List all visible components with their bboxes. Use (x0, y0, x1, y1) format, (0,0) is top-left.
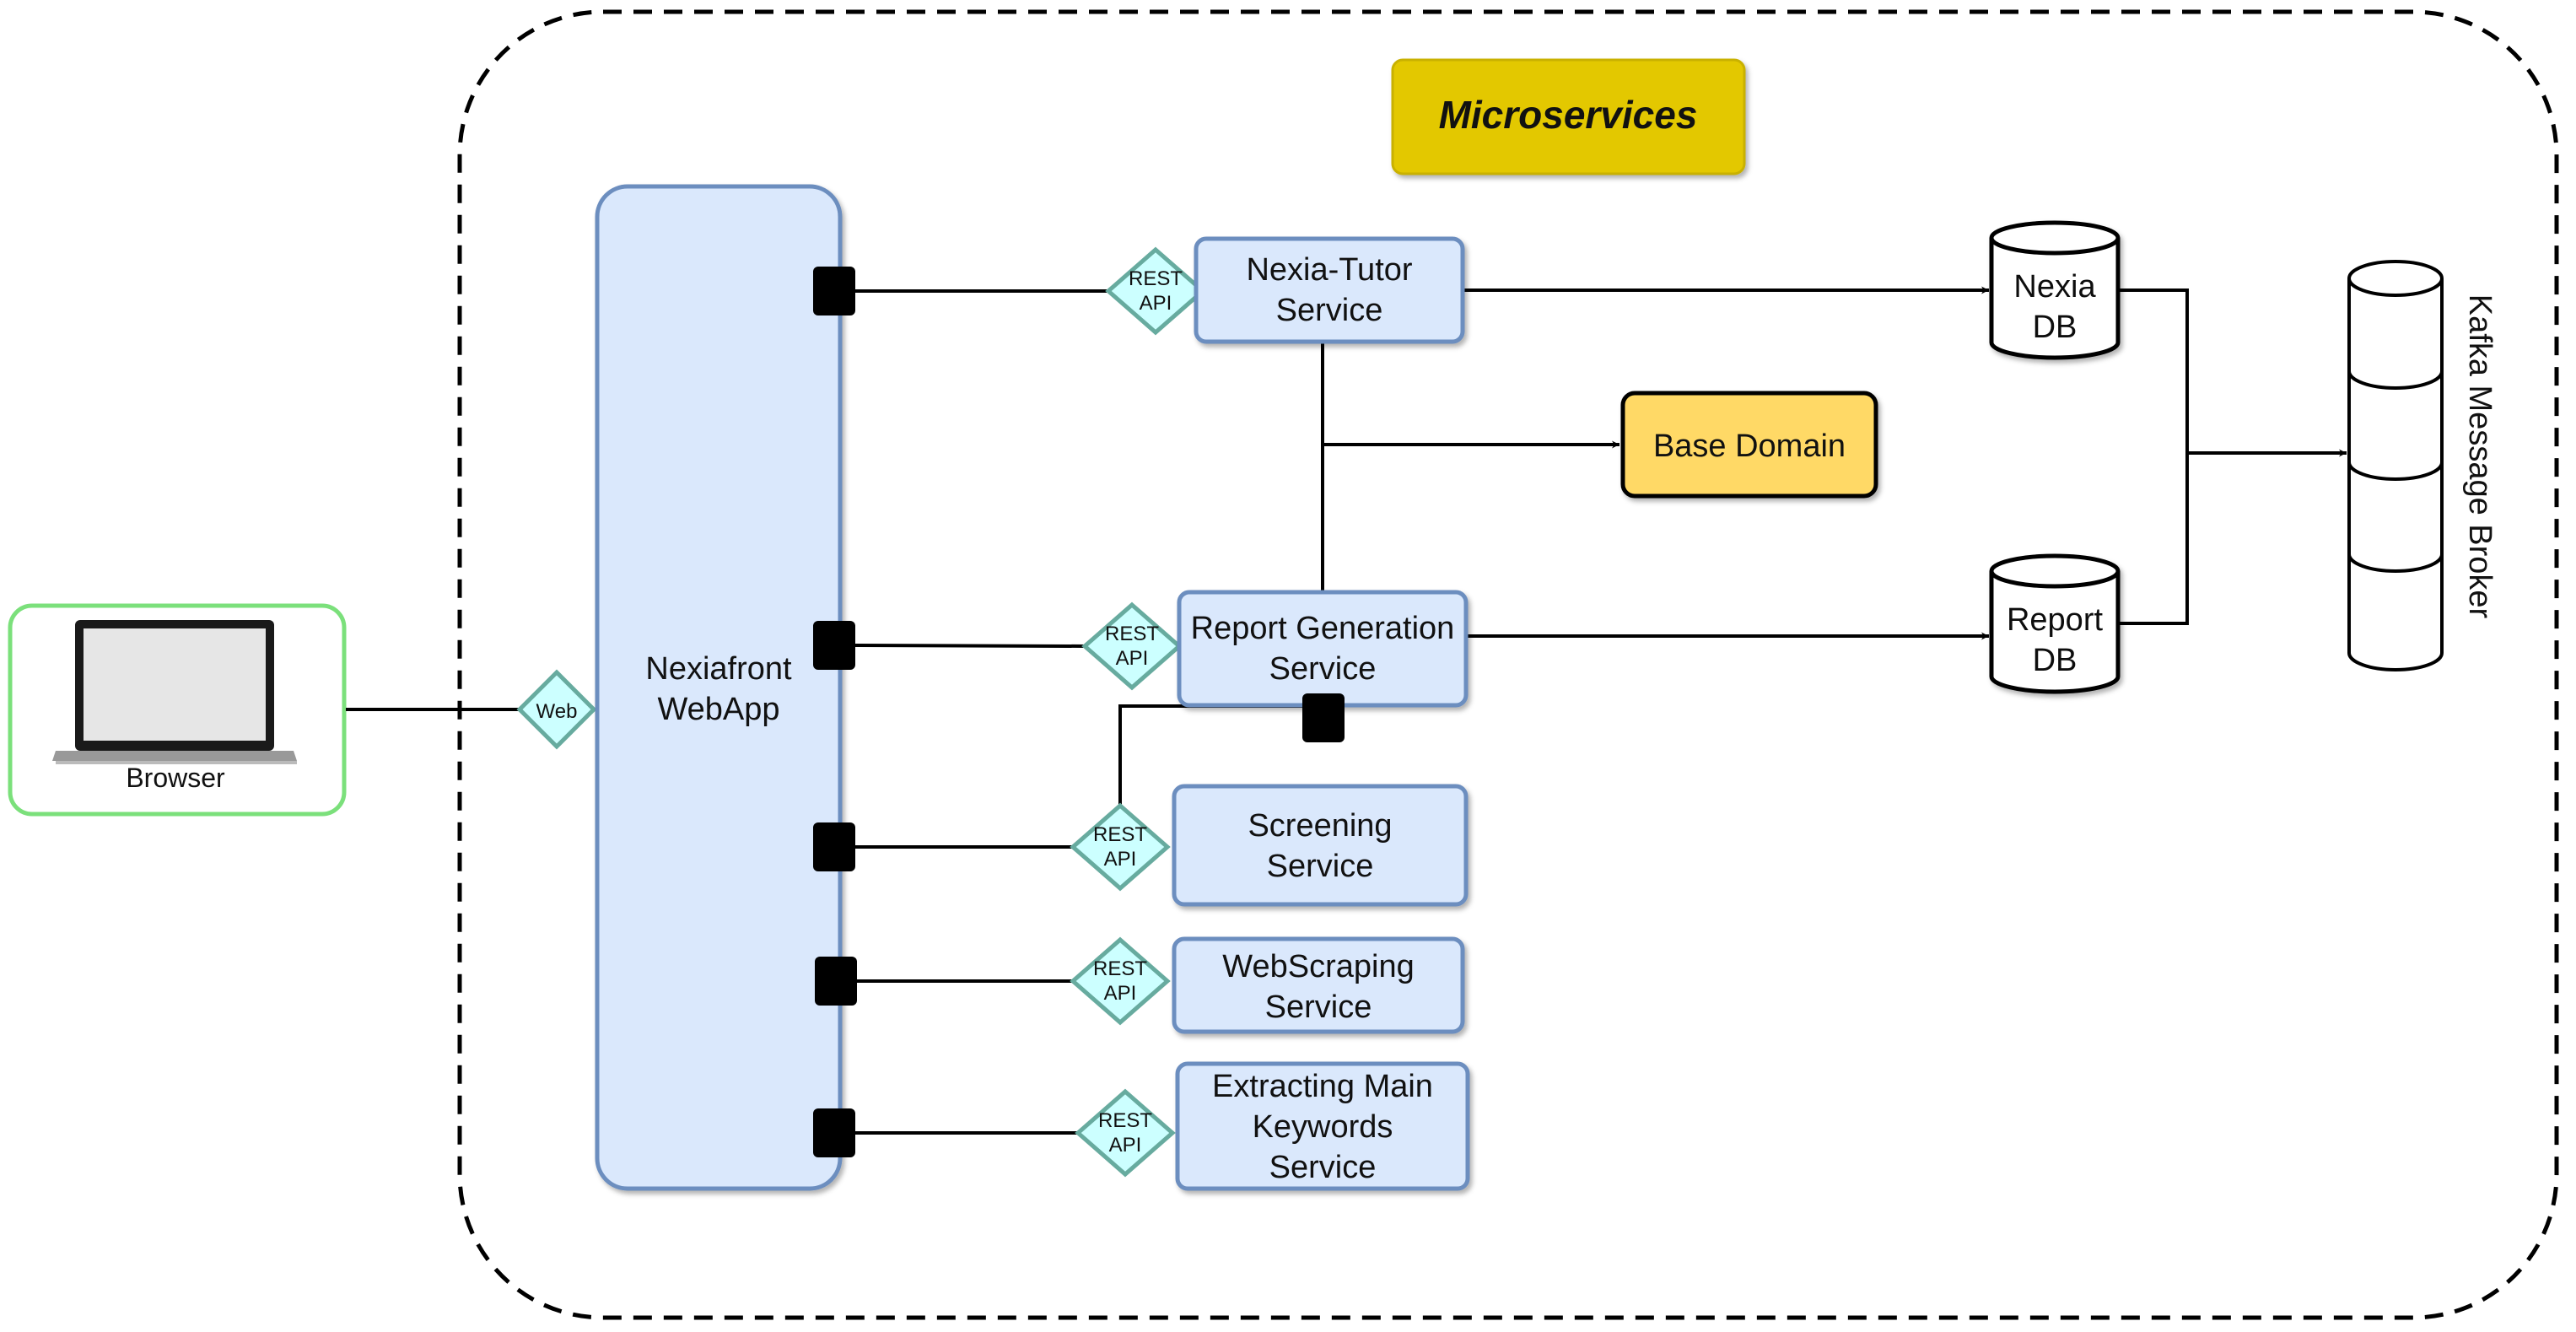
rest-api-connector-3: REST API (1070, 802, 1171, 892)
webapp-ports (813, 267, 857, 1157)
base-domain-node[interactable]: Base Domain (1620, 391, 1878, 499)
svg-text:REST: REST (1093, 823, 1147, 846)
port-2 (813, 621, 855, 670)
rest-api-connector-2: REST API (1081, 601, 1183, 691)
rest-api-connector-1: REST API (1105, 246, 1206, 336)
service-extracting-keywords-label-line1: Extracting Main (1212, 1069, 1433, 1104)
web-connector: Web (516, 669, 597, 750)
microservices-title-box (1391, 58, 1746, 175)
kafka-segment-divider-1 (2347, 370, 2444, 390)
webapp-links (854, 289, 1107, 1135)
svg-text:API: API (1116, 647, 1149, 670)
kafka-segment-divider-3 (2347, 553, 2444, 573)
svg-text:REST: REST (1093, 957, 1147, 980)
service-nexia-tutor-label-line2: Service (1276, 293, 1383, 328)
report-db-label-line2: DB (2033, 643, 2078, 678)
report-db-kafka-link (2119, 453, 2189, 625)
laptop-icon (52, 620, 297, 764)
svg-text:Web: Web (536, 700, 578, 723)
port-5 (813, 1108, 855, 1157)
svg-text:REST: REST (1129, 267, 1183, 290)
webapp-node[interactable]: Nexiafront WebApp (595, 184, 843, 1191)
svg-text:REST: REST (1105, 623, 1159, 645)
svg-text:API: API (1140, 292, 1172, 315)
base-domain-label: Base Domain (1653, 429, 1846, 464)
service-extracting-keywords[interactable]: Extracting Main Keywords Service (1175, 1061, 1470, 1191)
service-extracting-keywords-label-line3: Service (1269, 1150, 1377, 1185)
nexia-db-kafka-link (2119, 289, 2189, 453)
report-db-label-line1: Report (2007, 602, 2103, 638)
service-webscraping-label-line1: WebScraping (1222, 949, 1414, 984)
service-report-generation-label-line1: Report Generation (1191, 611, 1455, 646)
service-report-generation-label-line2: Service (1269, 651, 1377, 687)
service-screening-label-line1: Screening (1248, 808, 1392, 844)
service-screening[interactable]: Screening Service (1172, 784, 1469, 907)
nexia-db-label-line2: DB (2033, 310, 2078, 345)
service-screening-label-line2: Service (1267, 849, 1374, 884)
rest-api-connector-4: REST API (1070, 936, 1171, 1026)
kafka-segment-divider-2 (2347, 461, 2444, 481)
report-generation-port (1302, 693, 1345, 742)
kafka-broker-node[interactable]: Kafka Message Broker (2347, 260, 2498, 671)
service-nexia-tutor[interactable]: Nexia-Tutor Service (1194, 236, 1465, 344)
service-report-generation[interactable]: Report Generation Service (1177, 590, 1469, 708)
nexia-db-label-line1: Nexia (2013, 269, 2096, 305)
browser-node[interactable]: Browser (8, 603, 347, 817)
webapp-label-line2: WebApp (657, 692, 779, 727)
webapp-label-line1: Nexiafront (645, 651, 792, 687)
service-webscraping[interactable]: WebScraping Service (1172, 936, 1465, 1034)
svg-text:API: API (1104, 982, 1137, 1005)
port-4 (815, 957, 857, 1006)
svg-text:REST: REST (1098, 1109, 1152, 1132)
port-1 (813, 267, 855, 315)
service-extracting-keywords-label-line2: Keywords (1253, 1109, 1393, 1145)
service-webscraping-label-line2: Service (1265, 990, 1372, 1025)
microservices-title: Microservices (1439, 93, 1698, 137)
svg-text:API: API (1109, 1134, 1142, 1157)
service-nexia-tutor-label-line1: Nexia-Tutor (1246, 252, 1412, 288)
rest-api-connector-5: REST API (1075, 1088, 1176, 1178)
svg-text:API: API (1104, 848, 1137, 871)
kafka-segment-top (2347, 260, 2444, 297)
kafka-broker-label: Kafka Message Broker (2462, 294, 2498, 619)
browser-label: Browser (126, 763, 225, 793)
port-3 (813, 822, 855, 871)
nexia-db-node[interactable]: Nexia DB (1989, 220, 2121, 360)
webapp-box (595, 184, 843, 1191)
report-db-node[interactable]: Report DB (1989, 553, 2121, 694)
